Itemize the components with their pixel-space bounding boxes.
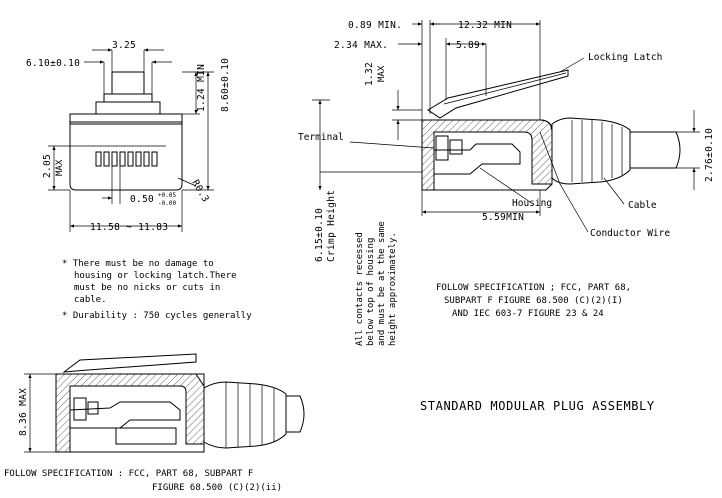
dim-pitch-tol-upper: +0.05 (158, 192, 176, 199)
dim-0-89: 0.89 MIN. (348, 20, 402, 31)
dim-12-32: 12.32 MIN (458, 20, 512, 31)
dim-pitch-tol-lower: -0.00 (158, 200, 176, 207)
front-view: 3.25 6.10±0.10 1.24 MIN 8.60±0.10 2.05 M… (26, 40, 231, 233)
dim-contact-height: 2.05 (42, 154, 53, 178)
dim-5-89: 5.89 (456, 40, 480, 51)
side-spec-line-1: FOLLOW SPECIFICATION ; FCC, PART 68, (436, 283, 631, 293)
label-cable: Cable (628, 200, 657, 211)
dim-crimp-label: Crimp Height (326, 190, 337, 262)
dim-top-width: 3.25 (112, 40, 136, 51)
drawing-title: STANDARD MODULAR PLUG ASSEMBLY (420, 399, 655, 413)
dim-crimp-value: 6.15±0.10 (314, 208, 325, 262)
dim-1-32-suffix: MAX (377, 65, 387, 82)
bottom-latch (62, 353, 197, 373)
front-body (69, 121, 183, 191)
contacts-note-4: height approximately. (388, 232, 398, 346)
note-1-line-4: cable. (74, 295, 107, 305)
note-1-line-2: housing or locking latch.There (74, 271, 237, 281)
label-housing: Housing (512, 198, 552, 209)
dim-latch-height: 1.24 MIN (196, 64, 207, 112)
dim-total-height: 8.60±0.10 (220, 58, 231, 112)
side-boot (551, 117, 631, 185)
side-spec-line-2: SUBPART F FIGURE 68.500 (C)(2)(I) (444, 296, 623, 306)
side-locking-latch (427, 69, 569, 119)
dim-1-32: 1.32 (364, 62, 375, 86)
bottom-boot (203, 381, 287, 449)
label-conductor-wire: Conductor Wire (590, 228, 670, 239)
notes: * There must be no damage to housing or … (62, 259, 252, 321)
note-2: * Durability : 750 cycles generally (62, 311, 252, 321)
bottom-spec-line-2: FIGURE 68.500 (C)(2)(ii) (152, 483, 282, 493)
contacts-note-2: below top of housing (366, 238, 376, 346)
side-view: 0.89 MIN. 12.32 MIN 2.34 MAX. 5.89 1.32 … (298, 20, 715, 346)
dim-pitch: 0.50 (130, 194, 154, 205)
front-latch (111, 71, 145, 95)
front-contacts (95, 151, 158, 167)
dim-2-34: 2.34 MAX. (334, 40, 388, 51)
dim-5-59: 5.59MIN (482, 212, 524, 223)
dim-contact-height-suffix: MAX (55, 159, 65, 176)
dim-overall-width: 11.58 ~ 11.83 (90, 222, 168, 233)
side-shell-hatch (421, 119, 553, 191)
note-1-line-1: * There must be no damage to (62, 259, 214, 269)
contacts-note-1: All contacts recessed (355, 232, 365, 346)
contacts-note-3: and must be at the same (377, 221, 387, 346)
bottom-view: 8.36 MAX FOLLOW SPECIFICATION : FCC, PAR… (4, 353, 305, 493)
note-1-line-3: must be no nicks or cuts in (74, 283, 220, 293)
side-spec-line-3: AND IEC 603-7 FIGURE 23 & 24 (452, 309, 604, 319)
dim-2-76: 2.76±0.10 (704, 128, 715, 182)
label-terminal: Terminal (298, 132, 344, 143)
bottom-shell-hatch (55, 373, 205, 453)
bottom-spec-line-1: FOLLOW SPECIFICATION : FCC, PART 68, SUB… (4, 469, 253, 479)
side-cable (630, 131, 681, 169)
label-locking-latch: Locking Latch (588, 52, 662, 63)
dim-8-36: 8.36 MAX (18, 388, 29, 436)
bottom-cable (286, 395, 305, 433)
dim-body-width: 6.10±0.10 (26, 58, 80, 69)
